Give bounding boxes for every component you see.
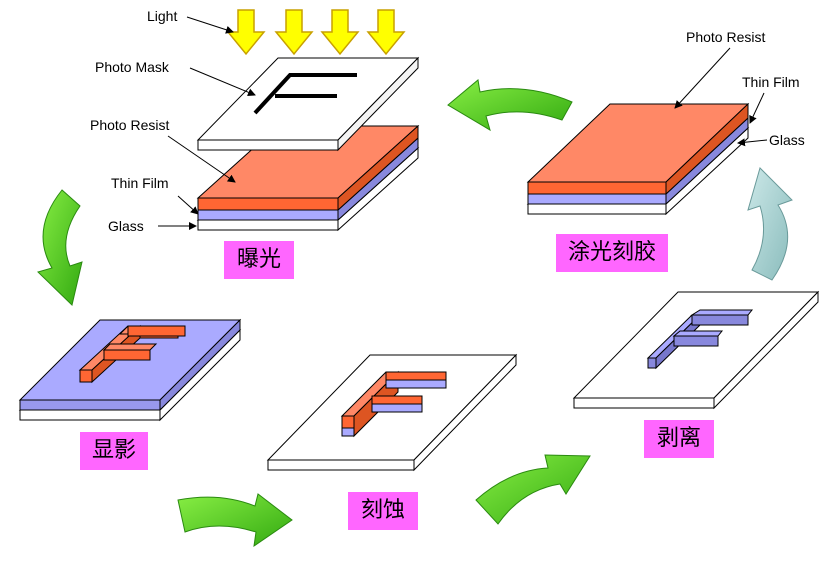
- label-glass-right: Glass: [769, 132, 805, 148]
- flow-arrow-icon: [475, 454, 591, 525]
- developing-stack: [18, 318, 242, 422]
- step-label-exposure: 曝光: [224, 241, 294, 279]
- stripping-stack: [572, 290, 820, 410]
- etched-f-pattern: [340, 370, 447, 438]
- label-photo-mask: Photo Mask: [95, 59, 170, 75]
- light-arrow-icon: [320, 9, 360, 56]
- label-light: Light: [147, 8, 177, 24]
- flow-arrow-icon: [177, 493, 293, 548]
- light-arrow-icon: [226, 9, 266, 56]
- step-label-developing: 显影: [80, 432, 148, 470]
- flow-arrow-icon: [747, 167, 793, 281]
- light-arrows: [226, 9, 406, 56]
- light-arrow-icon: [366, 9, 406, 56]
- coating-stack: [526, 102, 750, 216]
- label-glass: Glass: [108, 218, 144, 234]
- light-arrow-icon: [274, 9, 314, 56]
- film-f-pattern: [646, 309, 754, 370]
- flow-arrow-icon: [447, 79, 573, 132]
- label-photo-resist-right: Photo Resist: [686, 29, 765, 45]
- step-label-etching: 刻蚀: [348, 492, 418, 530]
- resist-f-pattern: [78, 324, 186, 384]
- exposure-stack: [196, 124, 420, 232]
- label-thin-film: Thin Film: [111, 175, 169, 191]
- step-label-coating: 涂光刻胶: [556, 234, 668, 272]
- photo-mask: [196, 56, 420, 152]
- etching-stack: [266, 353, 518, 472]
- label-thin-film-right: Thin Film: [742, 74, 800, 90]
- flow-arrow-icon: [37, 189, 83, 306]
- label-photo-resist: Photo Resist: [90, 117, 169, 133]
- step-label-stripping: 剥离: [644, 420, 714, 458]
